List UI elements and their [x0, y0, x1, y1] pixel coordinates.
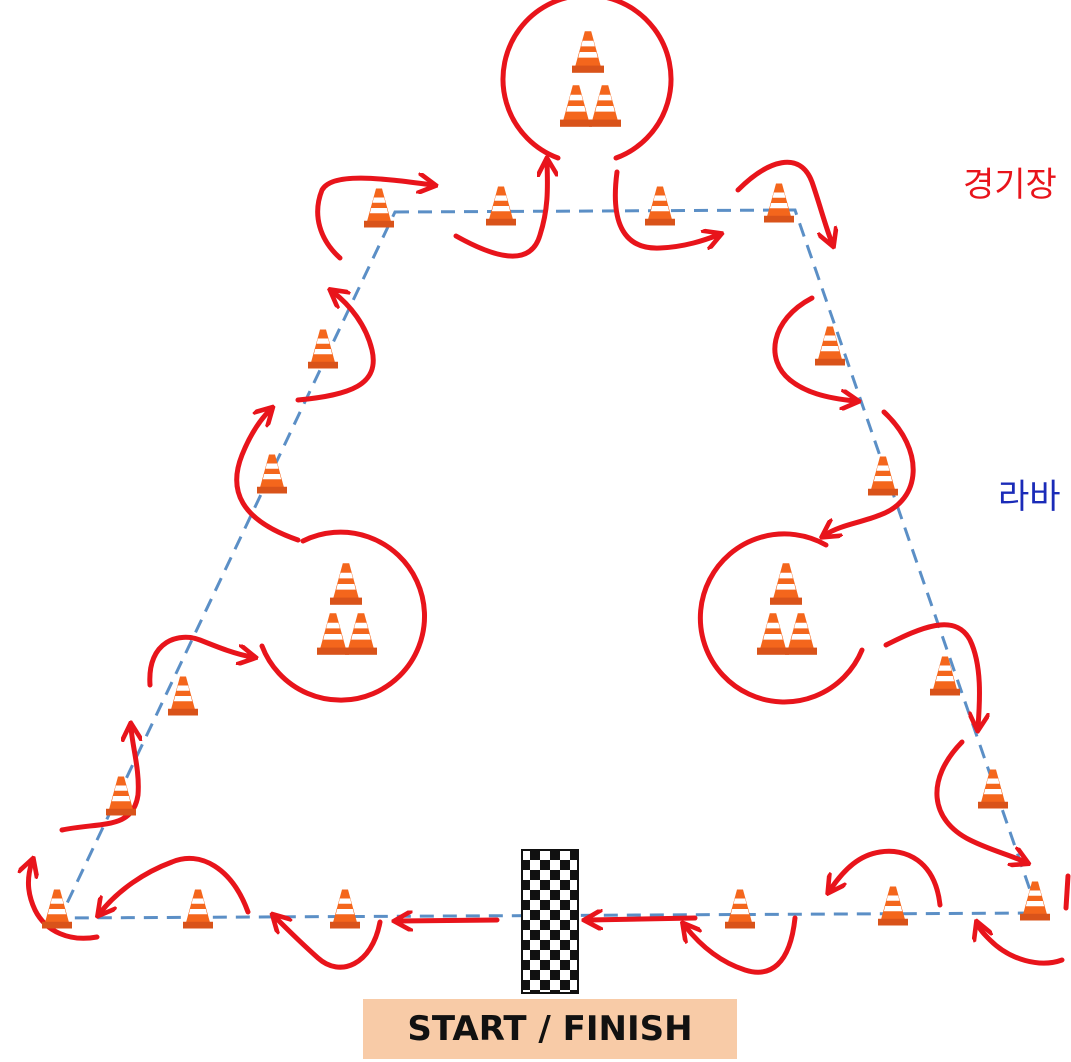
route-arrow	[28, 862, 100, 941]
cone-stack-icon	[317, 563, 377, 655]
checkered-flag-icon	[521, 849, 579, 994]
route-arrow	[588, 918, 698, 920]
traffic-cone-icon	[725, 889, 755, 929]
cone-label: 라바	[998, 477, 1061, 517]
loop-arrows	[259, 0, 865, 705]
loop-top	[500, 0, 674, 161]
traffic-cone-icon	[42, 889, 72, 929]
route-arrow	[772, 295, 855, 401]
cones	[42, 183, 1050, 929]
route-arrow	[883, 622, 980, 727]
route-arrow	[685, 915, 798, 975]
cone-stack-icon	[560, 31, 621, 127]
loop-right	[697, 531, 865, 705]
route-arrow	[453, 162, 547, 259]
traffic-cone-icon	[815, 326, 845, 366]
route-arrow	[825, 409, 916, 535]
traffic-cone-icon	[308, 329, 338, 369]
traffic-cone-icon	[878, 886, 908, 926]
route-arrow	[59, 727, 138, 833]
traffic-cone-icon	[486, 186, 516, 226]
start-finish-box	[363, 999, 737, 1059]
route-arrow	[100, 855, 251, 913]
track-outline	[57, 208, 1041, 920]
traffic-cone-icon	[257, 454, 287, 494]
traffic-cone-icon	[645, 186, 675, 226]
traffic-cone-icon	[868, 456, 898, 496]
route-arrow	[147, 634, 252, 688]
traffic-cone-icon	[930, 656, 960, 696]
traffic-cone-icon	[978, 769, 1008, 809]
route-arrow	[398, 920, 500, 921]
traffic-cone-icon	[106, 776, 136, 816]
cone-stack-icon	[757, 563, 817, 655]
traffic-cone-icon	[183, 889, 213, 929]
route-arrow	[234, 410, 301, 543]
route-arrow	[295, 292, 376, 403]
venue-label: 경기장	[963, 165, 1057, 205]
start-finish-label: START / FINISH	[407, 1009, 693, 1049]
traffic-cone-icon	[764, 183, 794, 223]
traffic-cone-icon	[330, 889, 360, 929]
traffic-cone-icon	[1020, 881, 1050, 921]
route-arrow	[1063, 873, 1071, 911]
route-arrow	[275, 917, 383, 970]
route-arrow	[830, 848, 943, 908]
traffic-cone-icon	[364, 188, 394, 228]
route-arrow	[934, 739, 1025, 862]
route-arrow	[978, 925, 1065, 966]
route-arrows	[28, 159, 1071, 975]
route-arrow	[612, 169, 718, 251]
loop-left	[259, 529, 427, 703]
route-arrow	[735, 159, 832, 243]
route-arrow	[315, 178, 432, 261]
